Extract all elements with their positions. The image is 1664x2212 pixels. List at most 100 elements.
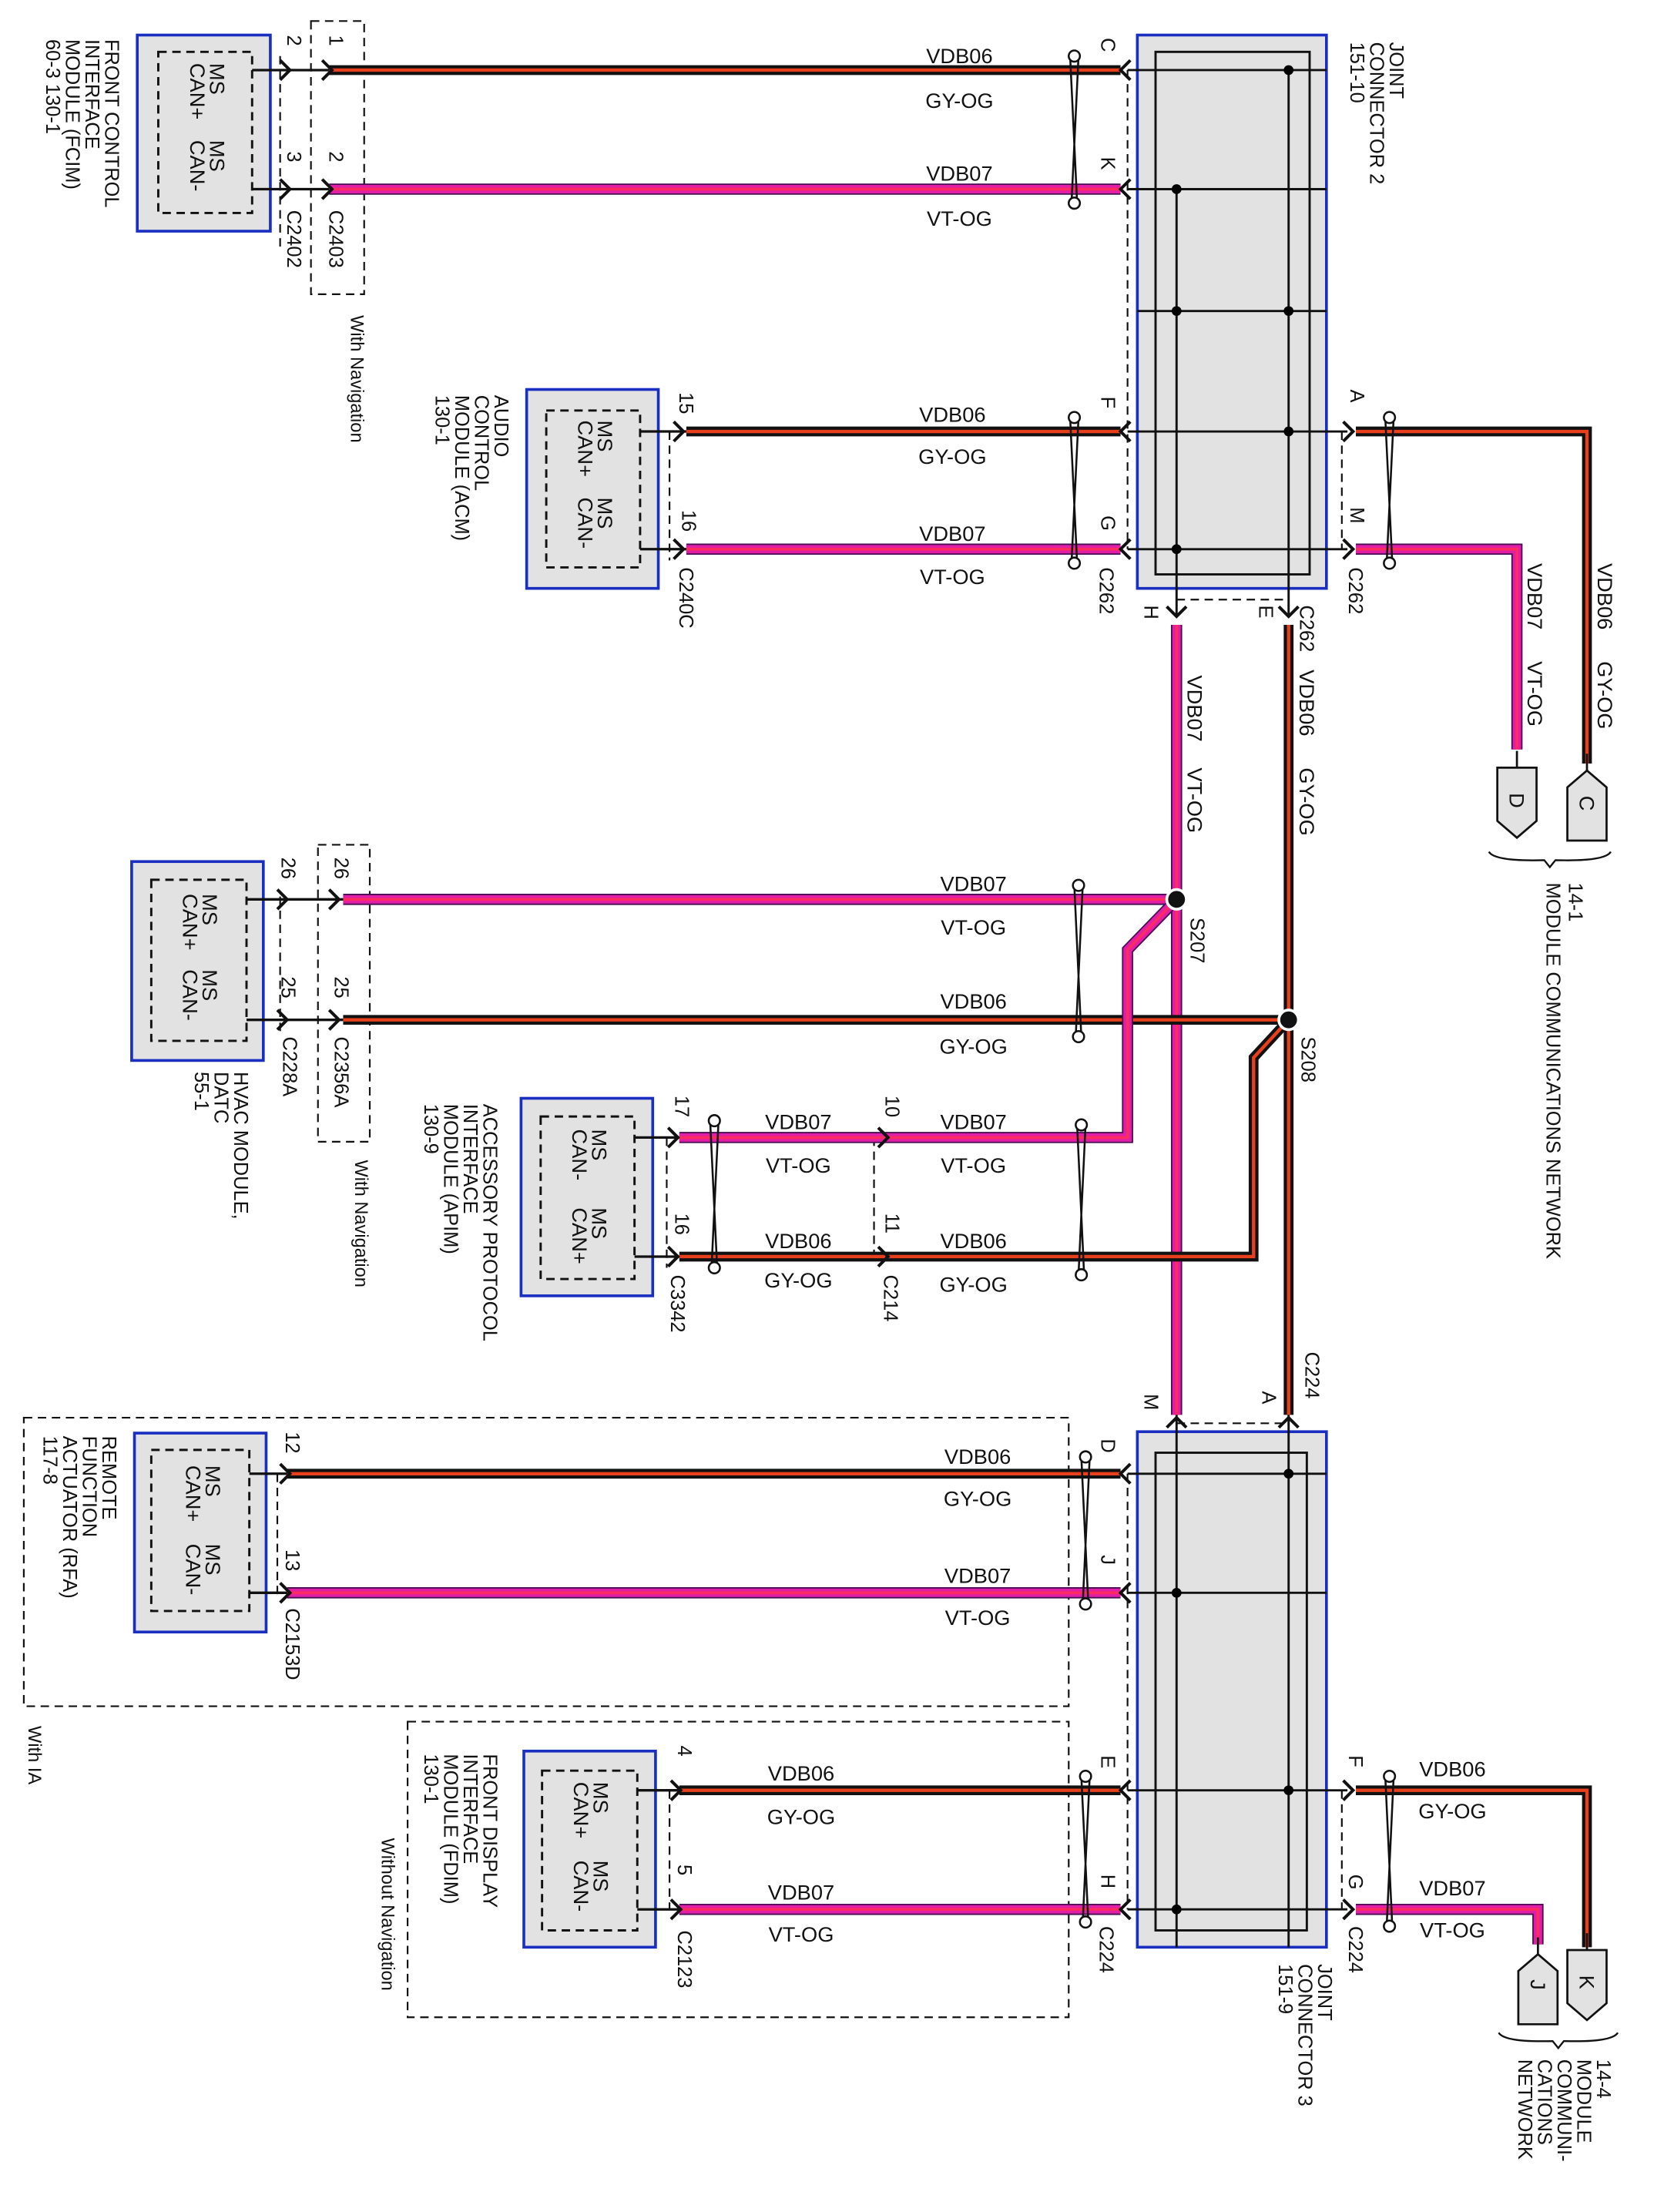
color-label-gy_og: GY-OG: [1593, 661, 1617, 729]
plug-body: [1517, 1952, 1559, 2026]
pin-label-E: E: [1096, 1755, 1118, 1768]
connector-label-c2153d: C2153D: [281, 1608, 303, 1680]
note-with-ia: With IA: [24, 1726, 44, 1784]
network-label-14-4: COMMUNI-: [1553, 2059, 1575, 2162]
color-label-vt_og: VT-OG: [1523, 661, 1547, 727]
signal-acm-can-minus: CAN-: [573, 498, 597, 549]
module-fcim[interactable]: [136, 33, 272, 233]
network-label-14-4: MODULE: [1572, 2059, 1594, 2143]
color-label-gy_og: GY-OG: [767, 1804, 835, 1828]
signal-acm-can-minus: MS: [593, 498, 617, 529]
connector-pin-icon: [279, 178, 293, 200]
signal-acm-can-plus: MS: [593, 421, 617, 452]
inline-connector-J: [1517, 1937, 1559, 2026]
twisted-pair-icon: [707, 1114, 721, 1275]
connector-pin-icon: [1342, 538, 1356, 560]
module-box: [136, 33, 272, 233]
connector-label-c262: C262: [1344, 567, 1366, 614]
jc-box: [1136, 1430, 1328, 1949]
plug-body: [1496, 767, 1538, 840]
signal-rfa-can-plus: CAN+: [181, 1465, 205, 1522]
junction-dot: [1283, 306, 1294, 317]
joint-connector-3-label: CONNECTOR 3: [1294, 1964, 1316, 2106]
twist-end: [1072, 1029, 1085, 1044]
module-label-hvac: DATC: [210, 1072, 231, 1123]
pin-label-p16: 16: [671, 1213, 693, 1235]
wire-stripe: [1356, 1788, 1589, 1948]
connector-label-c240c: C240C: [675, 567, 696, 628]
connector-label-c228a: C228A: [278, 1037, 300, 1097]
signal-fdim-can-plus: CAN+: [569, 1782, 593, 1839]
connector-pin-icon: [673, 538, 686, 560]
junction-dot: [1283, 1469, 1294, 1479]
option-region-c2403: [310, 20, 365, 295]
pin-label-p5: 5: [673, 1865, 695, 1875]
connector-pin-icon: [327, 888, 341, 911]
wire-vdb06-s208-branch: [885, 1016, 1293, 1262]
twisted-pair-icon: [1068, 411, 1082, 570]
wire-vdb06-network: [1356, 426, 1592, 764]
twist-end: [1079, 1769, 1092, 1784]
module-label-fdim: INTERFACE: [459, 1754, 481, 1864]
twist-line: [1069, 417, 1080, 564]
joint-connector-2-label: CONNECTOR 2: [1365, 42, 1387, 185]
module-label-acm: MODULE (ACM): [451, 395, 472, 541]
twist-end: [1075, 1268, 1089, 1282]
connector-pin-icon: [1118, 420, 1132, 443]
network-label-14-1: 14-1: [1565, 883, 1586, 922]
connector-pin-icon: [320, 178, 334, 200]
color-label-vt_og: VT-OG: [1420, 1918, 1485, 1942]
module-hvac[interactable]: [130, 860, 265, 1062]
inline-connector-C: [1566, 754, 1608, 842]
pin-label-p26: 26: [277, 858, 299, 879]
connector-pin-icon: [1118, 1582, 1132, 1604]
twist-line: [1384, 417, 1395, 564]
module-label-fcim: 60-3 130-1: [42, 39, 63, 134]
wire-stripe: [885, 898, 1178, 1140]
color-label-gy_og: GY-OG: [764, 1268, 832, 1292]
twist-end: [1068, 49, 1082, 63]
joint-connector-2[interactable]: [1127, 33, 1348, 617]
connector-pin-icon: [279, 59, 293, 82]
twist-line: [1069, 55, 1080, 203]
circuit-label-vdb06: VDB06: [940, 989, 1006, 1013]
connector-label-c2403: C2403: [324, 210, 346, 268]
signal-apim-can-minus: MS: [588, 1129, 612, 1161]
circuit-label-vdb07: VDB07: [1183, 675, 1206, 741]
splice-s208-icon: [1277, 1009, 1300, 1032]
pin-label-p11: 11: [881, 1213, 902, 1234]
color-label-vt_og: VT-OG: [766, 1153, 831, 1177]
module-label-rfa: ACTUATOR (RFA): [59, 1436, 80, 1599]
twist-end: [1079, 1450, 1092, 1464]
connector-label-c224: C224: [1301, 1352, 1323, 1399]
module-label-hvac: HVAC MODULE,: [230, 1072, 251, 1220]
wire-stripe: [885, 1019, 1290, 1259]
connector-label-c224: C224: [1344, 1926, 1366, 1973]
connector-pin-icon: [1342, 1779, 1356, 1801]
color-label-vt_og: VT-OG: [941, 1153, 1006, 1177]
jc-inner: [1154, 1452, 1308, 1932]
joint-connector-3[interactable]: [1127, 1408, 1348, 1949]
signal-fcim-can-plus: CAN+: [186, 63, 210, 120]
connector-pin-icon: [1118, 538, 1132, 560]
circuit-label-vdb07: VDB07: [768, 1881, 834, 1905]
connector-label-c3342: C3342: [666, 1275, 688, 1333]
connector-pin-icon: [327, 1009, 341, 1031]
module-box: [525, 388, 660, 590]
module-apim[interactable]: [519, 1096, 655, 1297]
circuit-label-vdb06: VDB06: [940, 1229, 1006, 1253]
module-acm[interactable]: [525, 388, 660, 590]
module-label-fdim: 130-1: [420, 1754, 441, 1804]
connector-pin-icon: [279, 1582, 293, 1604]
module-fdim[interactable]: [522, 1749, 657, 1949]
junction-dot: [1171, 1904, 1182, 1915]
module-box: [519, 1096, 655, 1297]
circuit-label-vdb07: VDB07: [1419, 1876, 1485, 1900]
signal-fcim-can-minus: CAN-: [186, 140, 210, 192]
module-rfa[interactable]: [133, 1432, 268, 1634]
circuit-label-vdb07: VDB07: [1523, 563, 1547, 629]
connector-label-c262: C262: [1295, 606, 1317, 653]
connector-pin-icon: [276, 888, 290, 911]
circuit-label-vdb07: VDB07: [919, 522, 985, 545]
